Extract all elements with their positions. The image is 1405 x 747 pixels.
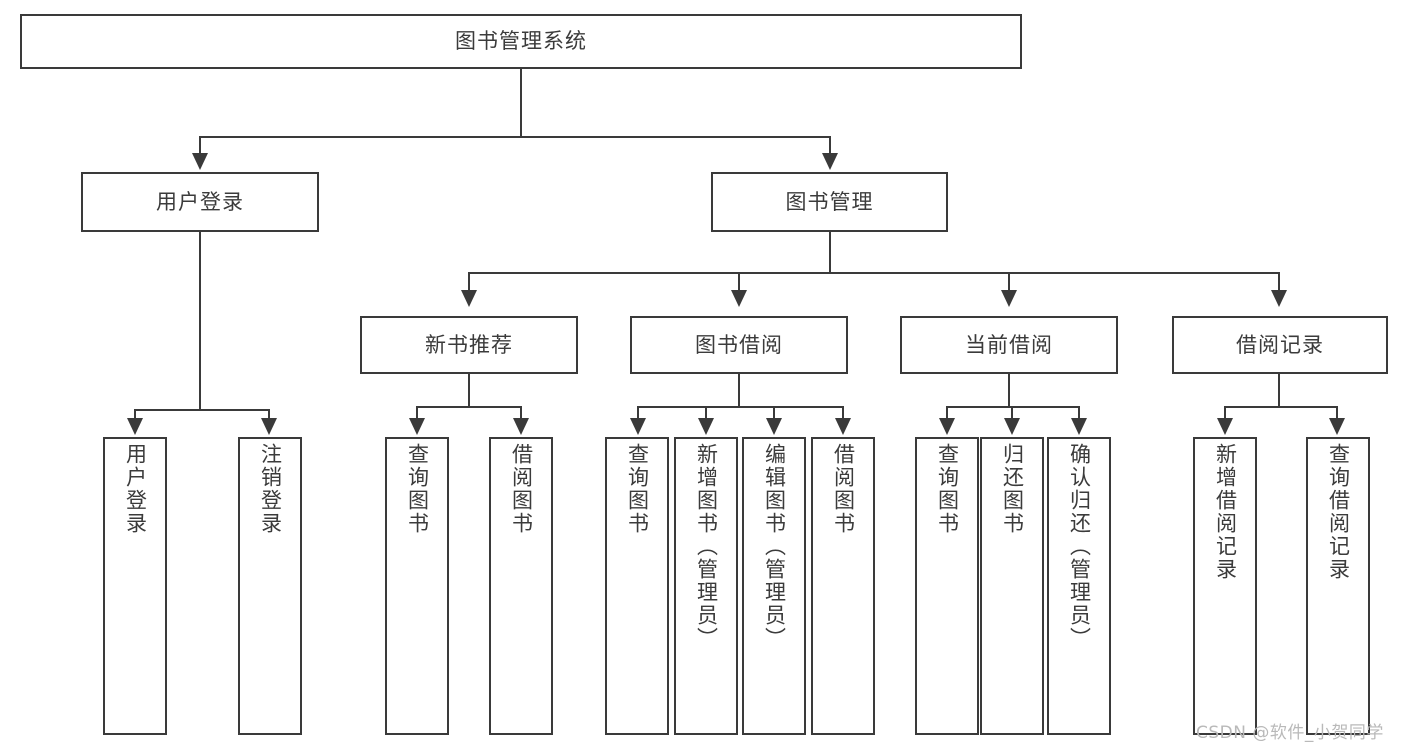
node-label: 当前借阅	[965, 332, 1053, 357]
arrowhead-br-leaf-1	[1217, 418, 1233, 435]
arrowhead-book-borrow	[731, 290, 747, 307]
node-label: 用户登录	[156, 189, 244, 214]
arrowhead-new-book-recommend	[461, 290, 477, 307]
node-label: 借阅记录	[1236, 332, 1324, 357]
node-book-borrow[interactable]: 图书借阅	[630, 316, 848, 374]
connector-drop-bb-leaf-2	[705, 406, 707, 420]
node-current-borrow[interactable]: 当前借阅	[900, 316, 1118, 374]
arrowhead-br-leaf-2	[1329, 418, 1345, 435]
connector-user-login-stem	[199, 232, 201, 410]
node-label: 图书管理系统	[455, 29, 587, 54]
connector-drop-cb-leaf-1	[946, 406, 948, 420]
leaf-book-borrow-borrow-book[interactable]: 借阅图书	[811, 437, 875, 735]
leaf-book-borrow-edit-book-admin[interactable]: 编辑图书（管理员）	[742, 437, 806, 735]
connector-current-borrow-bus	[946, 406, 1080, 408]
connector-drop-book-management	[829, 136, 831, 155]
node-label: 图书借阅	[695, 332, 783, 357]
node-label: 新书推荐	[425, 332, 513, 357]
connector-drop-current-borrow	[1008, 272, 1010, 292]
arrowhead-borrow-record	[1271, 290, 1287, 307]
arrowhead-bb-leaf-2	[698, 418, 714, 435]
connector-borrow-record-stem	[1278, 374, 1280, 407]
connector-user-login-bus	[134, 409, 269, 411]
node-user-login[interactable]: 用户登录	[81, 172, 319, 232]
arrowhead-current-borrow	[1001, 290, 1017, 307]
arrowhead-user-login	[192, 153, 208, 170]
arrowhead-leaf-user-login-2	[261, 418, 277, 435]
arrowhead-cb-leaf-2	[1004, 418, 1020, 435]
leaf-new-book-borrow-book[interactable]: 借阅图书	[489, 437, 553, 735]
connector-root-stem	[520, 69, 522, 137]
connector-drop-book-borrow	[738, 272, 740, 292]
node-label: 注销登录	[258, 443, 283, 535]
connector-drop-leaf-user-login-2	[268, 409, 270, 420]
connector-drop-cb-leaf-3	[1078, 406, 1080, 420]
arrowhead-book-management	[822, 153, 838, 170]
node-book-management[interactable]: 图书管理	[711, 172, 948, 232]
connector-level3-bus	[468, 272, 1280, 274]
connector-new-book-recommend-bus	[416, 406, 522, 408]
node-borrow-record[interactable]: 借阅记录	[1172, 316, 1388, 374]
arrowhead-cb-leaf-1	[939, 418, 955, 435]
node-label: 查询图书	[935, 443, 960, 535]
node-label: 查询图书	[625, 443, 650, 535]
connector-drop-leaf-user-login-1	[134, 409, 136, 420]
node-label: 用户登录	[123, 443, 148, 535]
connector-book-management-stem	[829, 232, 831, 273]
leaf-user-login-logout[interactable]: 注销登录	[238, 437, 302, 735]
node-label: 借阅图书	[509, 443, 534, 535]
csdn-watermark: CSDN @软件_小贺同学	[1196, 723, 1384, 743]
node-label: 查询图书	[405, 443, 430, 535]
node-label: 查询借阅记录	[1326, 443, 1351, 581]
connector-new-book-recommend-stem	[468, 374, 470, 407]
node-label: 图书管理	[785, 189, 874, 214]
connector-drop-br-leaf-1	[1224, 406, 1226, 420]
connector-book-borrow-bus	[637, 406, 844, 408]
connector-borrow-record-bus	[1224, 406, 1338, 408]
connector-drop-bb-leaf-1	[637, 406, 639, 420]
node-root-book-management-system[interactable]: 图书管理系统	[20, 14, 1022, 69]
arrowhead-leaf-user-login-1	[127, 418, 143, 435]
leaf-user-login-login[interactable]: 用户登录	[103, 437, 167, 735]
leaf-new-book-query-book[interactable]: 查询图书	[385, 437, 449, 735]
node-label: 新增图书（管理员）	[694, 443, 719, 650]
connector-book-borrow-stem	[738, 374, 740, 407]
leaf-current-borrow-query-book[interactable]: 查询图书	[915, 437, 979, 735]
leaf-borrow-record-query-record[interactable]: 查询借阅记录	[1306, 437, 1370, 735]
leaf-book-borrow-add-book-admin[interactable]: 新增图书（管理员）	[674, 437, 738, 735]
arrowhead-cb-leaf-3	[1071, 418, 1087, 435]
node-label: 归还图书	[1000, 443, 1025, 535]
connector-current-borrow-stem	[1008, 374, 1010, 407]
node-new-book-recommend[interactable]: 新书推荐	[360, 316, 578, 374]
connector-drop-user-login	[199, 136, 201, 155]
connector-level2-bus	[199, 136, 831, 138]
connector-drop-bb-leaf-3	[773, 406, 775, 420]
node-label: 确认归还（管理员）	[1067, 443, 1092, 650]
connector-drop-nbr-leaf-2	[520, 406, 522, 420]
arrowhead-nbr-leaf-2	[513, 418, 529, 435]
node-label: 编辑图书（管理员）	[762, 443, 787, 650]
arrowhead-bb-leaf-3	[766, 418, 782, 435]
leaf-current-borrow-return-book[interactable]: 归还图书	[980, 437, 1044, 735]
connector-drop-new-book-recommend	[468, 272, 470, 292]
connector-drop-borrow-record	[1278, 272, 1280, 292]
connector-drop-bb-leaf-4	[842, 406, 844, 420]
arrowhead-bb-leaf-1	[630, 418, 646, 435]
arrowhead-bb-leaf-4	[835, 418, 851, 435]
leaf-book-borrow-query-book[interactable]: 查询图书	[605, 437, 669, 735]
connector-drop-nbr-leaf-1	[416, 406, 418, 420]
connector-drop-cb-leaf-2	[1011, 406, 1013, 420]
leaf-current-borrow-confirm-return-admin[interactable]: 确认归还（管理员）	[1047, 437, 1111, 735]
arrowhead-nbr-leaf-1	[409, 418, 425, 435]
node-label: 新增借阅记录	[1213, 443, 1238, 581]
leaf-borrow-record-add-record[interactable]: 新增借阅记录	[1193, 437, 1257, 735]
connector-drop-br-leaf-2	[1336, 406, 1338, 420]
node-label: 借阅图书	[831, 443, 856, 535]
